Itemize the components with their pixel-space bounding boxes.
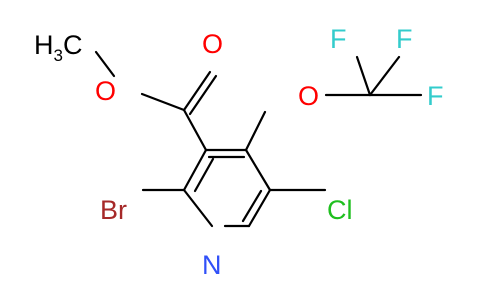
bond-carbonyl-ester-o [140, 92, 186, 112]
chlorine-label: Cl [327, 195, 353, 225]
bond-carbonyl-double-b [188, 74, 218, 116]
bond-c5-c6 [247, 188, 272, 228]
methyl-label: H3C [34, 30, 82, 65]
bromine-label: Br [100, 195, 127, 225]
fluorine-left-label: F [330, 24, 347, 54]
bond-n-c2 [182, 188, 214, 228]
fluorine-bottom-label: F [427, 81, 444, 111]
bond-c4-c5 [244, 148, 272, 192]
bond-c2-c3-inner [193, 157, 215, 193]
bond-c2-c3 [182, 148, 208, 192]
bond-cf3-f-left [355, 55, 372, 97]
bonds [94, 50, 423, 228]
bond-c4-ether-o [244, 110, 267, 152]
bond-c5-c6-inner [241, 189, 263, 223]
bond-carbonyl-double-a [182, 70, 212, 112]
atom-labels: H3C O O O F F F Cl Br N [34, 24, 444, 280]
ether-oxygen-label: O [298, 81, 319, 111]
carbonyl-oxygen-label: O [202, 29, 223, 59]
bond-cf3-f-right [368, 55, 401, 97]
fluorine-right-label: F [396, 24, 413, 54]
ester-oxygen-label: O [95, 76, 116, 106]
bond-c3-carbonyl [182, 108, 208, 152]
nitrogen-label: N [202, 250, 222, 280]
bond-ester-o-methyl [94, 50, 116, 78]
